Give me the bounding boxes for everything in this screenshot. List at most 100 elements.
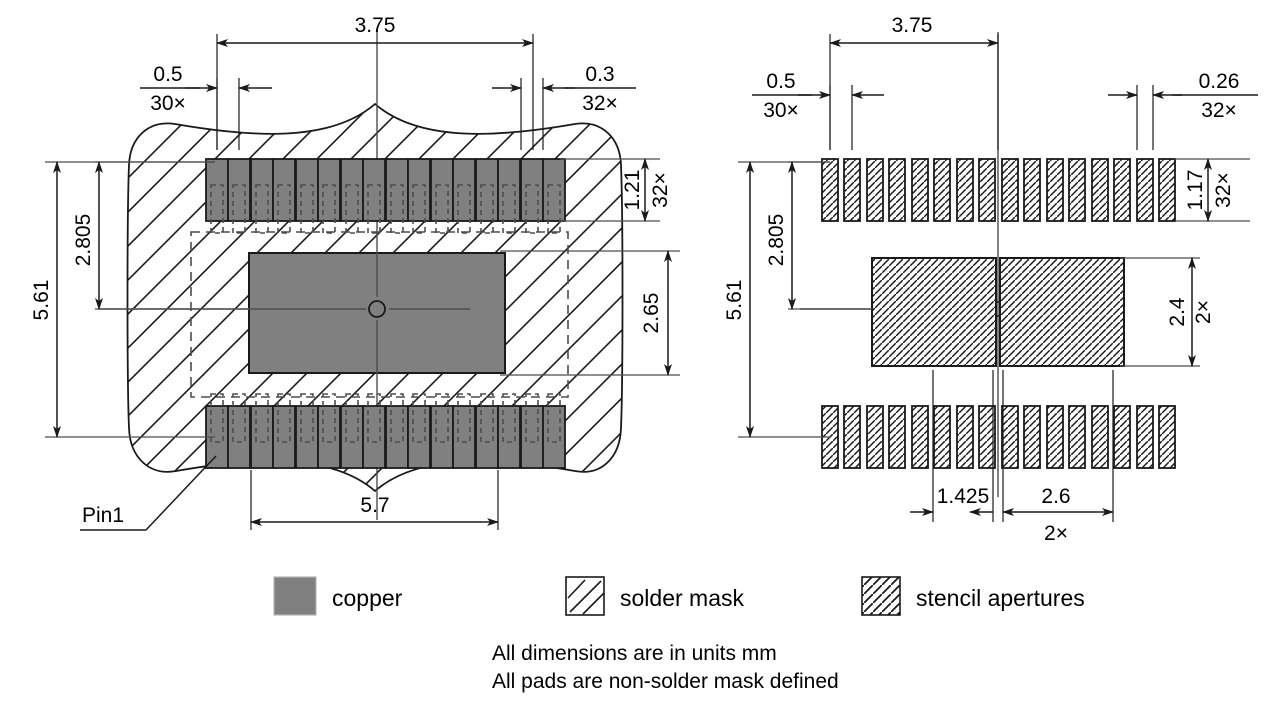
aperture: [1068, 158, 1086, 222]
dim-value-2-4: 2.4: [1166, 297, 1189, 327]
aperture: [1001, 405, 1019, 469]
pad: [407, 158, 431, 234]
dim-value-2-805-left: 2.805: [72, 214, 95, 267]
dim-count-30x-right: 30×: [763, 99, 799, 122]
pad: [362, 393, 386, 469]
dim-value-2-6: 2.6: [1041, 485, 1070, 508]
center-aperture-left: [871, 257, 997, 367]
legend-swatch-copper: [273, 576, 317, 616]
aperture: [956, 158, 974, 222]
dim-count-30x-left: 30×: [150, 92, 186, 115]
pad: [340, 393, 364, 469]
dim-value-3-75-left: 3.75: [355, 14, 396, 37]
pad: [430, 393, 454, 469]
dim-aperture-width-right: 0.26 32×: [1108, 70, 1258, 150]
pad: [542, 158, 566, 234]
aperture: [888, 158, 906, 222]
dim-overall-height-right: 5.61: [723, 161, 830, 438]
pin1-callout: Pin1: [80, 455, 217, 531]
left-view-group: 3.75 0.5 30× 0.3 32× 1.21: [30, 14, 680, 531]
legend-label-copper: copper: [332, 585, 403, 611]
legend-label-stencil: stencil apertures: [916, 585, 1085, 611]
dim-count-2x-width: 2×: [1044, 522, 1068, 545]
aperture: [911, 405, 929, 469]
aperture: [888, 405, 906, 469]
dim-inner-height-right: 2.805: [765, 161, 872, 310]
pad: [452, 393, 476, 469]
aperture: [821, 158, 839, 222]
aperture: [956, 405, 974, 469]
pad: [475, 158, 499, 234]
pad: [250, 158, 274, 234]
aperture: [1001, 158, 1019, 222]
notes: All dimensions are in units mm All pads …: [492, 642, 839, 693]
dim-value-5-61-right: 5.61: [723, 280, 746, 321]
aperture: [911, 158, 929, 222]
pad: [542, 393, 566, 469]
dim-value-1-21: 1.21: [621, 170, 644, 211]
dim-value-1-17: 1.17: [1184, 170, 1207, 211]
dim-count-32x-length-right: 32×: [1212, 172, 1235, 208]
aperture: [1136, 158, 1154, 222]
pad: [407, 393, 431, 469]
dim-value-2-65: 2.65: [640, 293, 663, 334]
aperture: [1023, 405, 1041, 469]
dim-pitch-right: 0.5 30×: [752, 70, 884, 150]
aperture: [866, 405, 884, 469]
right-view-group: 3.75 0.5 30× 0.26 32× 1.17: [723, 14, 1258, 545]
dim-count-2x-height: 2×: [1192, 300, 1215, 324]
pad: [385, 393, 409, 469]
aperture: [1158, 405, 1176, 469]
aperture: [1068, 405, 1086, 469]
pad: [227, 158, 251, 234]
dim-value-0-5-right: 0.5: [766, 70, 795, 93]
aperture: [866, 158, 884, 222]
pad: [497, 393, 521, 469]
pin1-label: Pin1: [82, 504, 124, 527]
dim-value-0-3: 0.3: [585, 63, 614, 86]
pad: [250, 393, 274, 469]
pad: [272, 393, 296, 469]
aperture: [1136, 405, 1154, 469]
dim-value-0-26: 0.26: [1199, 70, 1240, 93]
pad: [385, 158, 409, 234]
note-line-2: All pads are non-solder mask defined: [492, 670, 839, 693]
legend-label-solder-mask: solder mask: [620, 585, 744, 611]
dim-count-32x-width-right: 32×: [1201, 99, 1237, 122]
aperture: [1091, 405, 1109, 469]
pad: [362, 158, 386, 234]
pad: [497, 158, 521, 234]
dim-pad-length-left: 1.21 32×: [560, 158, 672, 222]
dim-count-32x-length: 32×: [649, 172, 672, 208]
pad: [520, 158, 544, 234]
aperture: [978, 158, 996, 222]
legend: copper solder mask stencil apertures: [273, 576, 1085, 616]
dim-pitch-left: 0.5 30×: [140, 63, 272, 150]
aperture: [933, 158, 951, 222]
pad: [340, 158, 364, 234]
aperture: [843, 405, 861, 469]
aperture: [1113, 405, 1131, 469]
dim-value-2-805-right: 2.805: [765, 214, 788, 267]
aperture: [1091, 158, 1109, 222]
dim-overall-width-left: 5.7: [250, 470, 499, 530]
pad: [295, 393, 319, 469]
pad: [272, 158, 296, 234]
dim-count-32x-width: 32×: [582, 92, 618, 115]
aperture: [1113, 158, 1131, 222]
dim-inner-height-left: 2.805: [72, 161, 250, 310]
pad: [452, 158, 476, 234]
dim-value-1-425: 1.425: [937, 485, 990, 508]
bottom-pad-row: [205, 393, 566, 469]
pad: [430, 158, 454, 234]
dim-pad-width-left: 0.3 32×: [492, 63, 636, 150]
aperture: [933, 405, 951, 469]
aperture: [1046, 405, 1064, 469]
pad: [520, 393, 544, 469]
dim-value-5-61-left: 5.61: [30, 280, 53, 321]
pad: [317, 158, 341, 234]
aperture: [843, 158, 861, 222]
pad: [205, 158, 229, 234]
